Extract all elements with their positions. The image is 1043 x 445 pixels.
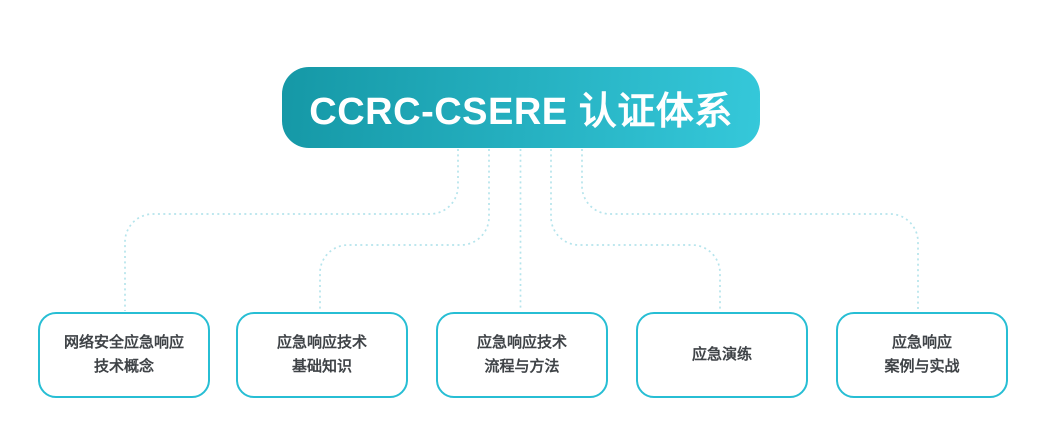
branch-node-2: 应急响应技术 基础知识 — [236, 312, 408, 398]
branch-node-3: 应急响应技术 流程与方法 — [436, 312, 608, 398]
branch-node-5: 应急响应 案例与实战 — [836, 312, 1008, 398]
branch-node-3-label: 应急响应技术 流程与方法 — [476, 334, 567, 375]
branch-node-4: 应急演练 — [636, 312, 808, 398]
branch-node-1-label: 网络安全应急响应 技术概念 — [63, 334, 184, 375]
root-node: CCRC-CSERE 认证体系 — [282, 67, 760, 148]
branch-node-2-label: 应急响应技术 基础知识 — [276, 334, 367, 375]
connector-line-2 — [319, 149, 490, 311]
connector-line-5 — [581, 149, 919, 311]
root-node-label: CCRC-CSERE 认证体系 — [309, 91, 733, 133]
connector-line-4 — [550, 149, 721, 311]
branch-node-4-label: 应急演练 — [691, 346, 752, 363]
branch-node-5-label: 应急响应 案例与实战 — [884, 334, 960, 375]
branch-node-1: 网络安全应急响应 技术概念 — [38, 312, 210, 398]
connector-line-1 — [124, 149, 459, 311]
